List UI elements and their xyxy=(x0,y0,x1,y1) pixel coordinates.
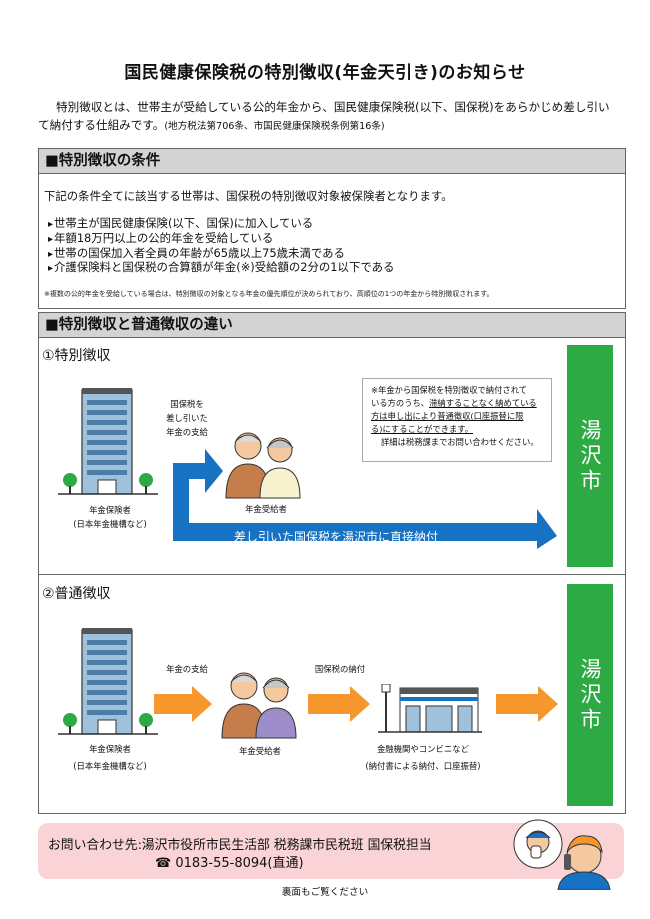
building-icon xyxy=(58,388,158,495)
tree-icon xyxy=(63,473,77,494)
normal-arrow1-label: 年金の支給 xyxy=(166,664,208,674)
normal-payer-sub: (日本年金機構など) xyxy=(73,761,147,771)
conditions-box xyxy=(38,173,626,309)
operator-icon xyxy=(513,819,611,890)
orange-arrow xyxy=(496,686,558,722)
contact-line: お問い合わせ先:湯沢市役所市民生活部 税務課市民税班 国保税担当 xyxy=(48,838,432,853)
intro-text: 特別徴収とは、世帯主が受給している公的年金から、国民健康保険税(以下、国保税)を… xyxy=(38,100,610,132)
intro-law: (地方税法第706条、市国民健康保険税条例第16条) xyxy=(164,121,385,132)
special-arrow-label: 国保税を 差し引いた 年金の支給 xyxy=(166,399,208,437)
condition-item: 世帯主が国民健康保険(以下、国保)に加入している xyxy=(48,216,394,232)
condition-item: 世帯の国保加入者全員の年齢が65歳以上75歳未満である xyxy=(48,246,394,262)
normal-city-label: 湯沢市 xyxy=(567,584,613,806)
special-note-box: ※年金から国保税を特別徴収で納付されて いる方のうち、滞納することなく納めている… xyxy=(362,378,552,462)
special-payer-sub: (日本年金機構など) xyxy=(73,519,147,529)
special-city-label: 湯沢市 xyxy=(567,345,613,567)
normal-recipient-label: 年金受給者 xyxy=(239,746,281,756)
special-direct-label: 差し引いた国保税を湯沢市に直接納付 xyxy=(234,530,439,544)
building-icon xyxy=(58,628,158,735)
tree-icon xyxy=(63,713,77,734)
elderly-couple-icon xyxy=(221,672,297,739)
contact-phone-number: 0183-55-8094(直通) xyxy=(175,856,304,871)
orange-arrow xyxy=(154,686,212,722)
condition-item: 介護保険料と国保税の合算額が年金(※)受給額の2分の1以下である xyxy=(48,260,394,276)
phone-icon: ☎ xyxy=(155,856,172,871)
normal-bank-sub: (納付書による納付、口座振替) xyxy=(365,761,481,771)
condition-item: 年額18万円以上の公的年金を受給している xyxy=(48,231,394,247)
normal-arrow2-label: 国保税の納付 xyxy=(314,664,366,674)
blue-arrow xyxy=(173,449,557,549)
normal-bank-label: 金融機関やコンビニなど xyxy=(376,744,470,754)
special-recipient-label: 年金受給者 xyxy=(245,504,287,514)
tree-icon xyxy=(139,713,153,734)
elderly-couple-icon xyxy=(225,432,301,499)
tree-icon xyxy=(139,473,153,494)
page-title: 国民健康保険税の特別徴収(年金天引き)のお知らせ xyxy=(124,63,526,83)
store-icon xyxy=(378,684,482,733)
intro-paragraph: 特別徴収とは、世帯主が受給している公的年金から、国民健康保険税(以下、国保税)を… xyxy=(38,98,618,136)
normal-title: ②普通徴収 xyxy=(42,586,111,602)
conditions-note: ※複数の公的年金を受給している場合は、特別徴収の対象となる年金の優先順位が決めら… xyxy=(44,290,494,298)
orange-arrow xyxy=(308,686,370,722)
conditions-list: 世帯主が国民健康保険(以下、国保)に加入している 年額18万円以上の公的年金を受… xyxy=(48,216,394,276)
special-payer-label: 年金保険者 xyxy=(89,505,131,515)
difference-divider xyxy=(38,574,626,575)
conditions-heading: ■特別徴収の条件 xyxy=(38,148,626,174)
difference-box xyxy=(38,337,626,814)
contact-phone: ☎ 0183-55-8094(直通) xyxy=(155,852,304,871)
difference-heading: ■特別徴収と普通徴収の違い xyxy=(38,312,626,338)
normal-payer-label: 年金保険者 xyxy=(89,744,131,754)
special-title: ①特別徴収 xyxy=(42,348,111,364)
footer-text: 裏面もご覧ください xyxy=(281,887,369,898)
conditions-lead: 下記の条件全てに該当する世帯は、国保税の特別徴収対象被保険者となります。 xyxy=(44,189,453,203)
